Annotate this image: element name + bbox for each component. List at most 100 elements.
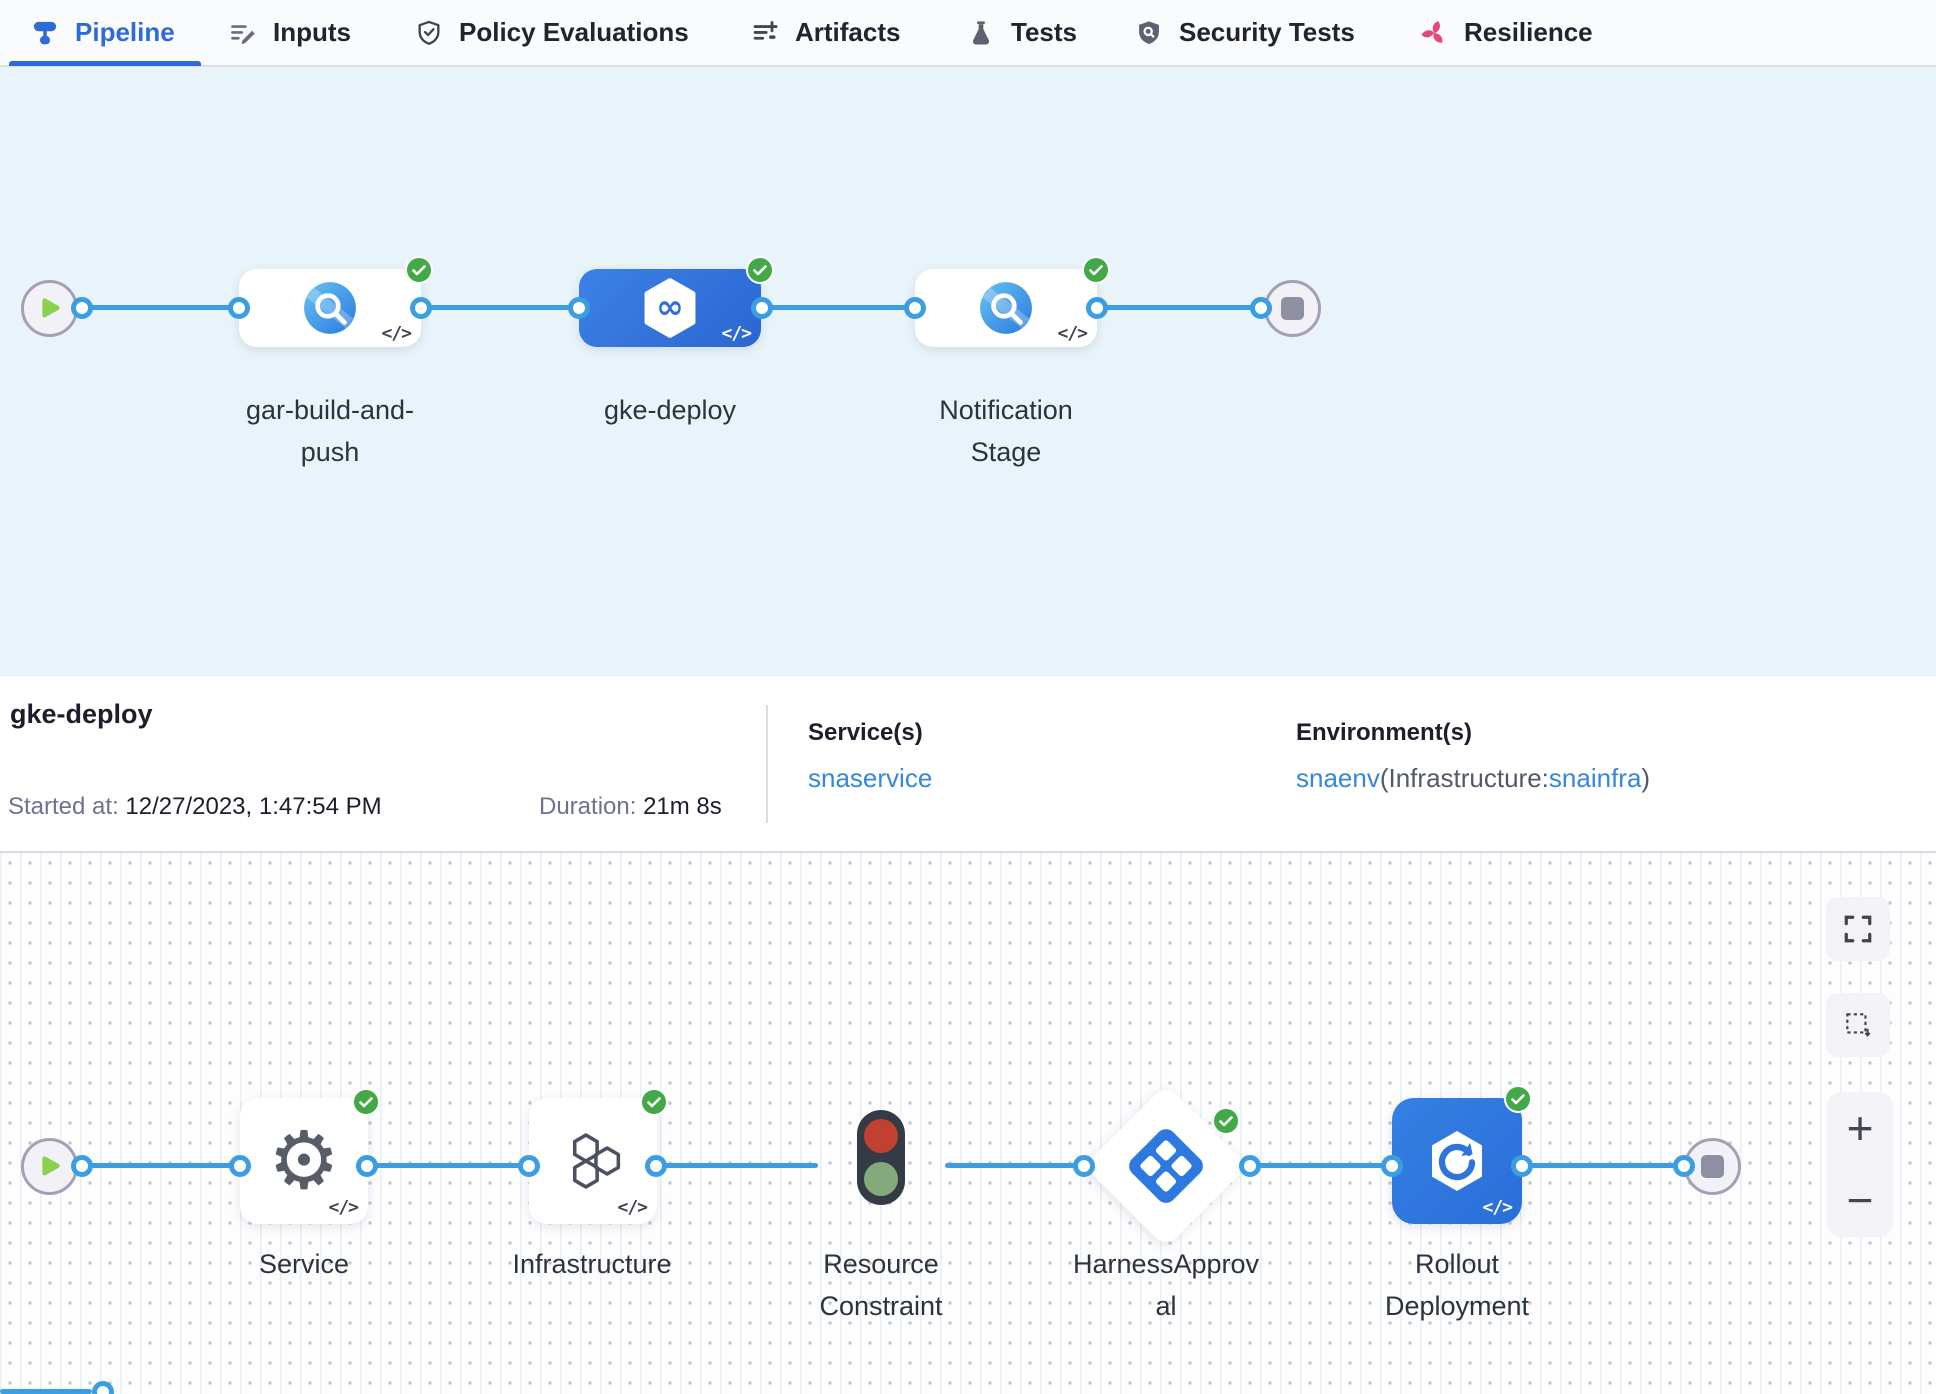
tab-label: Policy Evaluations xyxy=(459,17,689,47)
play-icon xyxy=(41,297,60,317)
code-glyph: </> xyxy=(1482,1197,1512,1218)
connector-line xyxy=(945,1163,1084,1168)
service-link: snaservice xyxy=(808,763,933,793)
fullscreen-icon xyxy=(1844,915,1872,943)
port-dot xyxy=(71,297,93,319)
port-dot xyxy=(645,1155,667,1177)
execution-graph-canvas[interactable]: ⚙ </> </> xyxy=(0,853,1936,1394)
pipeline-icon xyxy=(28,16,62,50)
port-dot xyxy=(1239,1155,1261,1177)
tab-label: Security Tests xyxy=(1179,17,1355,47)
success-badge xyxy=(352,1088,380,1116)
deploy-stage-icon: ∞ xyxy=(644,278,696,338)
port-dot xyxy=(410,297,432,319)
port-dot xyxy=(356,1155,378,1177)
connector-line xyxy=(421,305,579,310)
marquee-select-icon xyxy=(1846,1013,1871,1037)
port-dot xyxy=(229,1155,251,1177)
environments-label: Environment(s) xyxy=(1296,719,1473,746)
port-dot xyxy=(1086,297,1108,319)
port-dot xyxy=(1381,1155,1403,1177)
divider xyxy=(766,705,768,823)
hexagons-icon xyxy=(572,1133,621,1189)
end-node xyxy=(1684,1138,1741,1195)
start-node xyxy=(21,280,78,337)
success-badge xyxy=(405,256,433,284)
port-dot xyxy=(751,297,773,319)
code-glyph: </> xyxy=(1057,323,1087,344)
tab-bar: Pipeline Inputs Policy Evaluations Artif… xyxy=(0,0,1936,67)
stage-details-bar: gke-deploy Started at: 12/27/2023, 1:47:… xyxy=(0,677,1936,853)
tab-label: Artifacts xyxy=(795,17,901,47)
stage-label: Notification Stage xyxy=(939,395,1073,467)
started-at: Started at: 12/27/2023, 1:47:54 PM xyxy=(8,793,382,820)
flask-icon xyxy=(964,16,998,50)
zoom-panel: + − xyxy=(1827,1092,1893,1237)
tab-label: Pipeline xyxy=(75,17,175,47)
tab-tests[interactable]: Tests xyxy=(964,0,1077,65)
tab-resilience[interactable]: Resilience xyxy=(1417,0,1593,65)
tab-artifacts[interactable]: Artifacts xyxy=(748,0,900,65)
connector-line xyxy=(1522,1163,1684,1168)
connector-line xyxy=(82,305,239,310)
tab-inputs[interactable]: Inputs xyxy=(226,0,351,65)
step-label: Rollout Deployment xyxy=(1384,1249,1530,1321)
connector-line xyxy=(1250,1163,1392,1168)
port-dot xyxy=(71,1155,93,1177)
policy-shield-icon xyxy=(412,16,446,50)
stage-label: gar-build-and- push xyxy=(245,395,415,467)
port-dot xyxy=(568,297,590,319)
marquee-select-button[interactable] xyxy=(1826,993,1890,1057)
red-light xyxy=(864,1119,898,1153)
zoom-out-button[interactable]: − xyxy=(1846,1174,1874,1226)
environment-link: snaenv(Infrastructure:snainfra) xyxy=(1296,763,1651,793)
step-resource-constraint traffic-light-icon[interactable] xyxy=(857,1110,905,1205)
port-dot xyxy=(1250,297,1272,319)
code-glyph: </> xyxy=(381,323,411,344)
step-label: Service xyxy=(258,1249,350,1279)
port-dot xyxy=(1073,1155,1095,1177)
zoom-in-button[interactable]: + xyxy=(1846,1102,1874,1154)
step-card-rollout-deployment[interactable]: </> xyxy=(1392,1098,1522,1224)
services-label: Service(s) xyxy=(808,719,923,746)
svg-text:∞: ∞ xyxy=(656,287,684,326)
artifacts-list-plus-icon xyxy=(748,16,782,50)
rollout-icon xyxy=(1432,1131,1482,1191)
resilience-pinwheel-icon xyxy=(1417,16,1451,50)
start-node xyxy=(21,1138,78,1195)
code-glyph: </> xyxy=(721,323,751,344)
port-dot xyxy=(904,297,926,319)
tab-security-tests[interactable]: Security Tests xyxy=(1132,0,1355,65)
success-badge xyxy=(1504,1085,1532,1113)
play-icon xyxy=(41,1155,60,1175)
step-card-service[interactable]: ⚙ </> xyxy=(240,1098,368,1224)
tab-label: Inputs xyxy=(273,17,351,47)
end-node xyxy=(1264,280,1321,337)
step-card-infrastructure[interactable]: </> xyxy=(529,1098,657,1224)
tab-label: Tests xyxy=(1011,17,1077,47)
custom-stage-icon xyxy=(980,282,1032,334)
stage-card-gar-build-and-push[interactable]: </> xyxy=(239,269,421,347)
success-badge xyxy=(746,256,774,284)
connector-line xyxy=(0,1389,92,1394)
security-shield-icon xyxy=(1132,16,1166,50)
active-tab-underline xyxy=(9,61,201,66)
inputs-icon xyxy=(226,16,260,50)
build-stage-icon xyxy=(304,282,356,334)
duration: Duration: 21m 8s xyxy=(539,793,722,820)
fullscreen-button[interactable] xyxy=(1826,897,1890,961)
port-dot xyxy=(228,297,250,319)
connector-line xyxy=(656,1163,818,1168)
stage-card-gke-deploy[interactable]: ∞ </> xyxy=(579,269,761,347)
stage-card-notification-stage[interactable]: </> xyxy=(915,269,1097,347)
stage-label: gke-deploy xyxy=(603,395,737,425)
tab-pipeline[interactable]: Pipeline xyxy=(28,0,175,65)
stop-icon xyxy=(1281,297,1304,320)
code-glyph: </> xyxy=(617,1197,647,1218)
step-label: Infrastructure xyxy=(512,1249,672,1279)
tab-policy-evaluations[interactable]: Policy Evaluations xyxy=(412,0,689,65)
port-dot xyxy=(1511,1155,1533,1177)
connector-line xyxy=(367,1163,529,1168)
step-label: Resource Constraint xyxy=(819,1249,943,1321)
